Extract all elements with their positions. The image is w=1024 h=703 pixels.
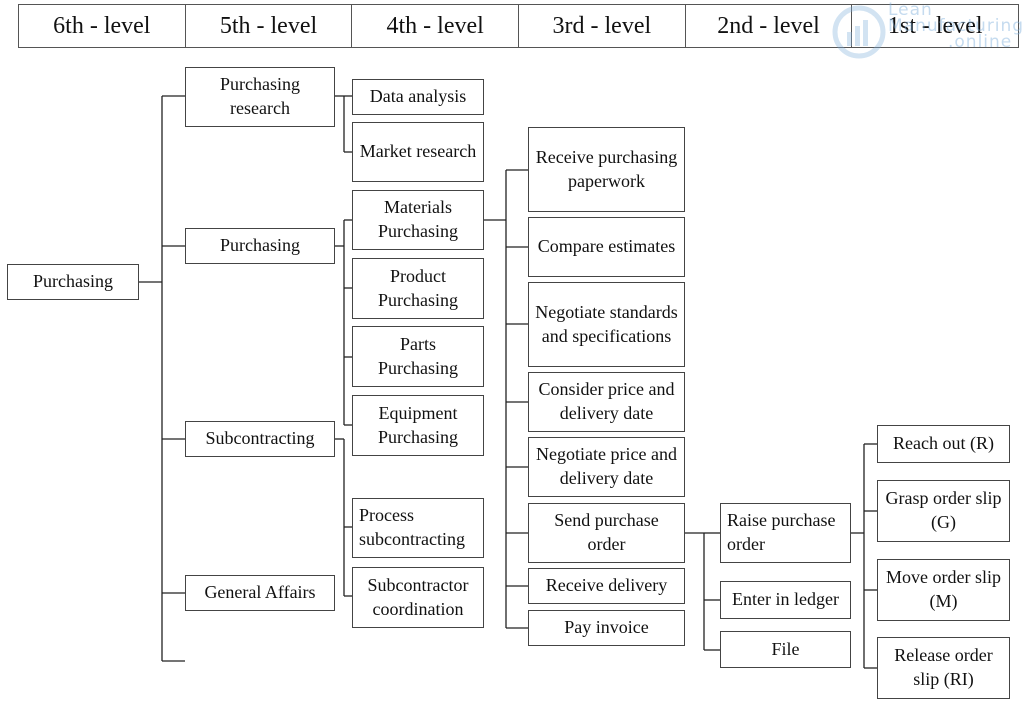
node-purchasing: Purchasing <box>185 228 335 264</box>
node-receive-purchasing-paperwork: Receive purchasing paperwork <box>528 127 685 212</box>
node-enter-in-ledger: Enter in ledger <box>720 581 851 619</box>
node-send-purchase-order: Send purchase order <box>528 503 685 563</box>
header-1st-level: 1st - level <box>887 12 983 39</box>
node-grasp-order-slip: Grasp order slip (G) <box>877 480 1010 542</box>
header-3rd-level: 3rd - level <box>519 5 686 47</box>
node-market-research: Market research <box>352 122 484 182</box>
node-data-analysis: Data analysis <box>352 79 484 115</box>
node-parts-purchasing: Parts Purchasing <box>352 326 484 387</box>
node-compare-estimates: Compare estimates <box>528 217 685 277</box>
node-negotiate-standards: Negotiate standards and specifications <box>528 282 685 367</box>
node-equipment-purchasing: Equipment Purchasing <box>352 395 484 456</box>
header-2nd-level: 2nd - level <box>686 5 853 47</box>
node-subcontracting: Subcontracting <box>185 421 335 457</box>
node-process-subcontracting: Process subcontracting <box>352 498 484 558</box>
node-reach-out: Reach out (R) <box>877 425 1010 463</box>
node-receive-delivery: Receive delivery <box>528 568 685 604</box>
node-negotiate-price-delivery: Negotiate price and delivery date <box>528 437 685 497</box>
node-product-purchasing: Product Purchasing <box>352 258 484 319</box>
node-consider-price-delivery: Consider price and delivery date <box>528 372 685 432</box>
node-purchasing-root: Purchasing <box>7 264 139 300</box>
node-release-order-slip: Release order slip (RI) <box>877 637 1010 699</box>
node-general-affairs: General Affairs <box>185 575 335 611</box>
header-4th-level: 4th - level <box>352 5 520 47</box>
header-5th-level: 5th - level <box>186 5 353 47</box>
node-file: File <box>720 631 851 668</box>
node-materials-purchasing: Materials Purchasing <box>352 190 484 250</box>
node-purchasing-research: Purchasing research <box>185 67 335 127</box>
watermark-text: Lean Manufacturing .online <box>888 0 1024 52</box>
node-subcontractor-coordination: Subcontractor coordination <box>352 567 484 628</box>
node-move-order-slip: Move order slip (M) <box>877 559 1010 621</box>
level-header-row: 6th - level 5th - level 4th - level 3rd … <box>18 4 1019 48</box>
node-pay-invoice: Pay invoice <box>528 610 685 646</box>
header-6th-level: 6th - level <box>19 5 186 47</box>
node-raise-purchase-order: Raise purchase order <box>720 503 851 563</box>
